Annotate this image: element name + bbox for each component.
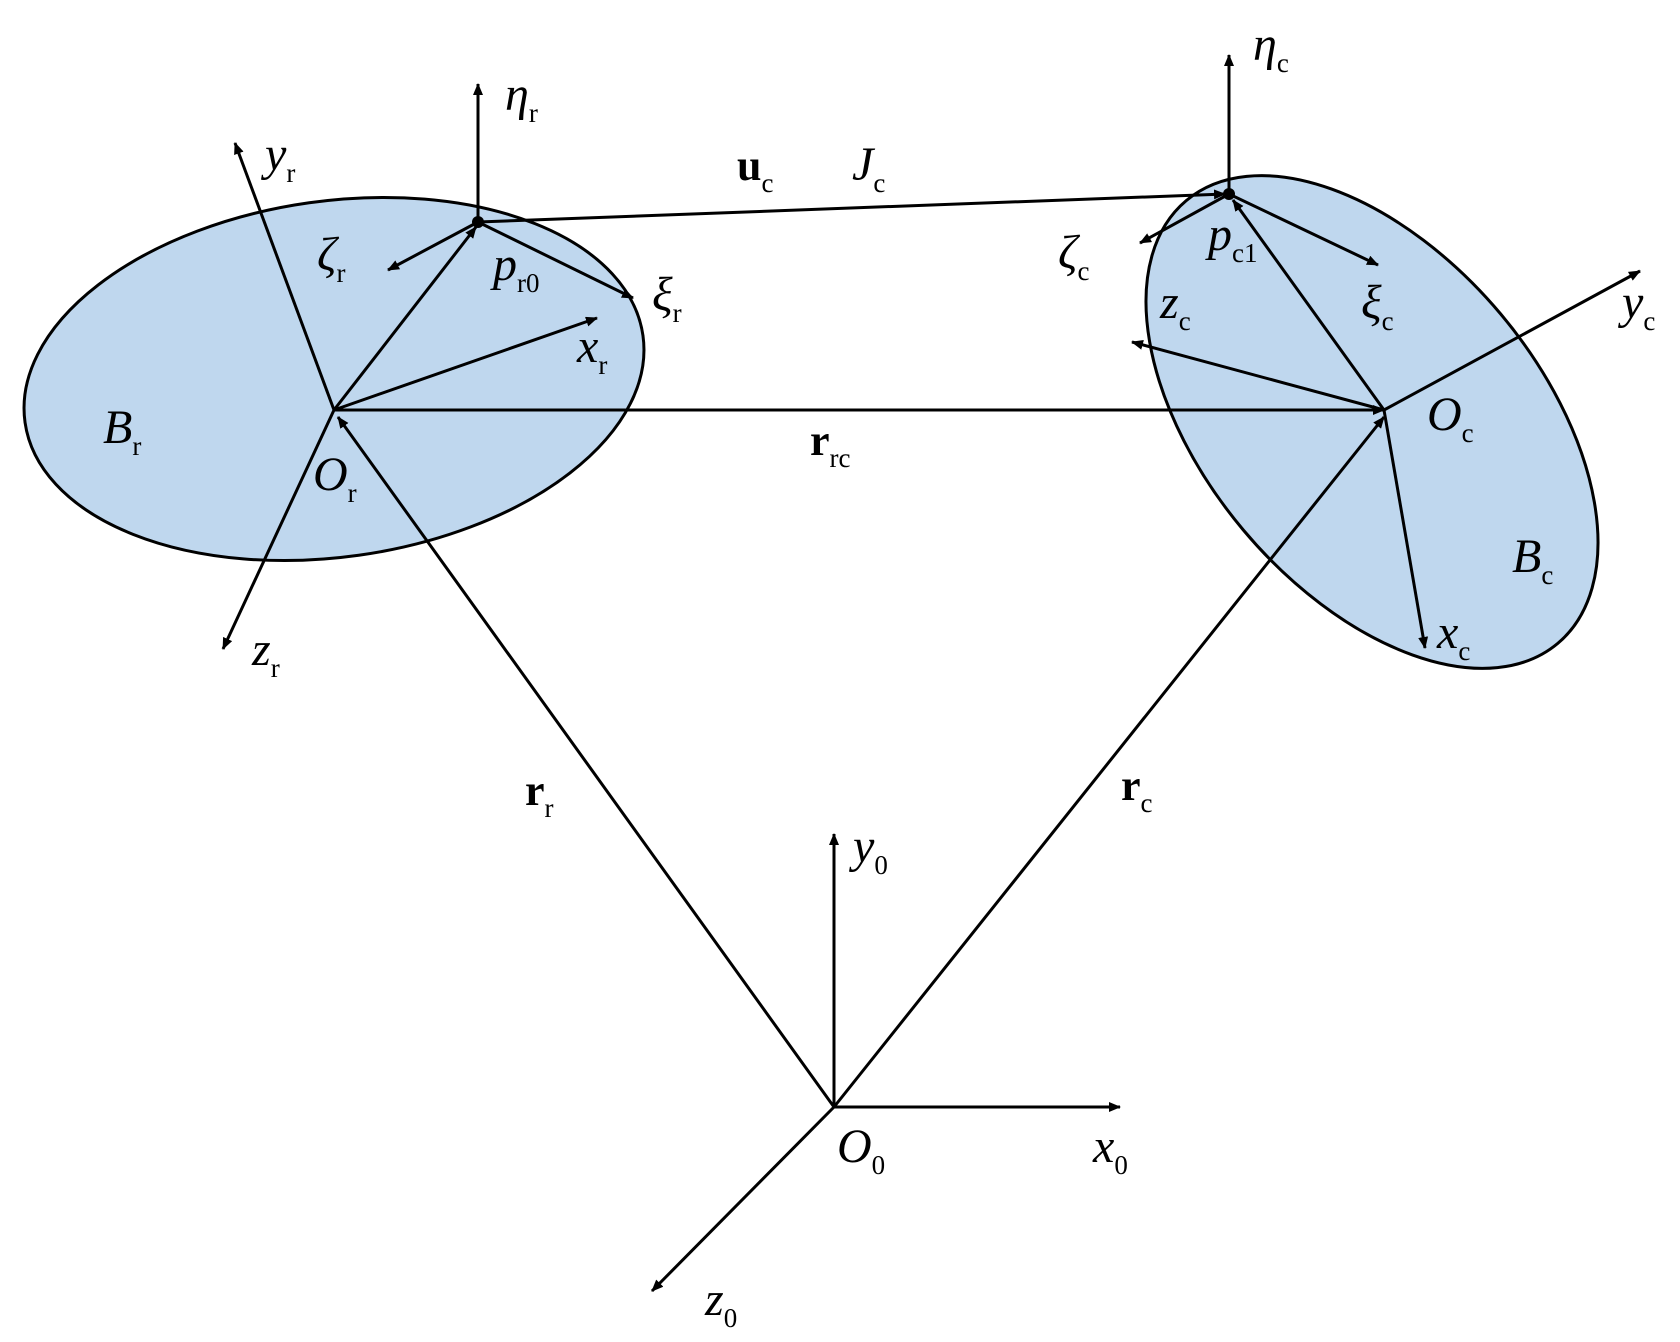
- xc-axis-arrow: [1382, 409, 1429, 649]
- body-r-label: Br: [103, 401, 141, 461]
- body-c-label: Bc: [1512, 530, 1553, 590]
- xi-r-label: ξr: [652, 268, 682, 328]
- yr-axis-arrow: [233, 142, 336, 411]
- x-r-label: xr: [576, 320, 607, 380]
- eta-r-label: ηr: [505, 68, 538, 128]
- x-c-label: xc: [1436, 606, 1470, 666]
- x-0-label: x0: [1092, 1120, 1128, 1180]
- point-pr0-dot: [472, 216, 484, 228]
- y-c-label: yc: [1617, 276, 1655, 336]
- y-r-label: yr: [260, 128, 295, 188]
- p-r0-label: pr0: [490, 238, 540, 298]
- y-0-label: y0: [848, 820, 888, 880]
- xi-r-axis-arrow: [477, 220, 634, 300]
- O-c-label: Oc: [1427, 388, 1474, 448]
- r-rc-label: rrc: [810, 416, 851, 473]
- point-pc1-dot: [1223, 188, 1235, 200]
- zeta-c-axis-arrow: [1139, 192, 1230, 245]
- pc1-position-arrow: [1231, 199, 1386, 411]
- body-c-ellipse: [1144, 174, 1600, 670]
- z-c-label: zc: [1159, 276, 1191, 336]
- body-r-ellipse: [22, 195, 646, 563]
- z-r-label: zr: [251, 623, 280, 683]
- O-r-label: Or: [313, 448, 357, 508]
- xi-c-label: ξc: [1361, 276, 1394, 336]
- u-c-vector: [477, 189, 1226, 224]
- r-c-vector: [832, 416, 1386, 1108]
- zr-axis-arrow: [221, 409, 336, 650]
- xi-c-axis-arrow: [1228, 192, 1379, 267]
- r-c-label: rc: [1121, 761, 1153, 818]
- zc-axis-arrow: [1131, 340, 1385, 412]
- u-c-label: uc: [737, 141, 773, 198]
- z0-axis-arrow: [650, 1105, 836, 1293]
- xr-axis-arrow: [333, 316, 598, 412]
- zeta-c-label: ζc: [1058, 226, 1089, 286]
- pr0-position-arrow: [332, 226, 478, 411]
- J-c-label: Jc: [852, 138, 885, 198]
- r-r-vector: [336, 416, 836, 1108]
- yc-axis-arrow: [1383, 269, 1641, 412]
- zeta-r-label: ζr: [317, 228, 345, 288]
- p-c1-label: pc1: [1205, 208, 1257, 268]
- z-0-label: z0: [704, 1273, 737, 1333]
- eta-c-label: ηc: [1253, 18, 1289, 78]
- r-r-label: rr: [525, 766, 554, 823]
- zeta-r-axis-arrow: [387, 220, 479, 272]
- O-0-label: O0: [837, 1120, 885, 1180]
